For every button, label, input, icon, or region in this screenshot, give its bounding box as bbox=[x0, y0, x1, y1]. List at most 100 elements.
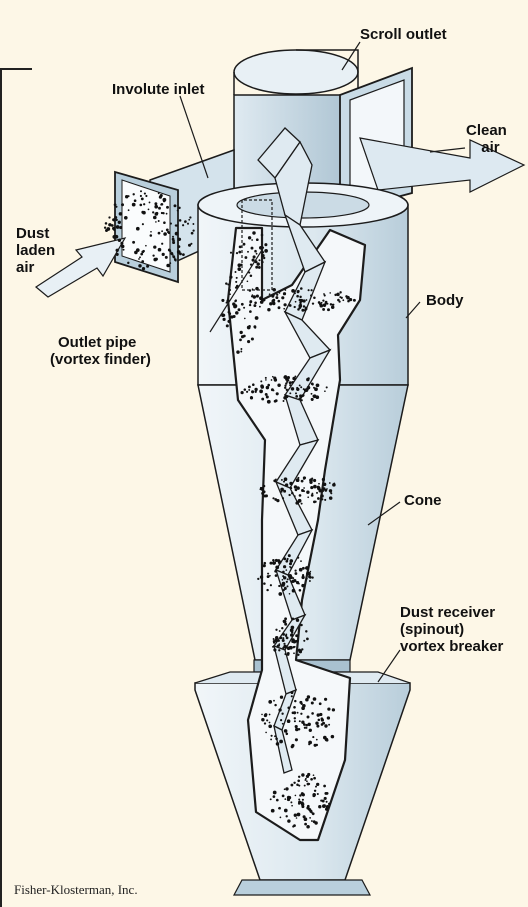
dust-particle bbox=[278, 643, 280, 645]
dust-particle bbox=[313, 774, 315, 776]
label-dust-receiver-line3: vortex breaker bbox=[400, 638, 503, 655]
dust-particle bbox=[267, 400, 271, 404]
dust-particle bbox=[295, 725, 298, 728]
dust-particle bbox=[262, 386, 264, 388]
dust-particle bbox=[263, 564, 266, 567]
dust-particle bbox=[282, 571, 285, 574]
dust-particle bbox=[160, 194, 163, 197]
dust-particle bbox=[298, 304, 302, 308]
dust-particle bbox=[182, 253, 185, 256]
dust-particle bbox=[326, 386, 328, 388]
dust-particle bbox=[307, 805, 310, 808]
dust-particle bbox=[163, 200, 166, 203]
dust-particle bbox=[323, 804, 325, 806]
dust-particle bbox=[170, 223, 172, 225]
dust-particle bbox=[161, 212, 163, 214]
dust-particle bbox=[155, 212, 159, 216]
dust-particle bbox=[152, 254, 154, 256]
dust-particle bbox=[229, 293, 231, 295]
dust-particle bbox=[115, 206, 117, 208]
dust-particle bbox=[291, 745, 294, 748]
dust-particle bbox=[327, 707, 330, 710]
dust-particle bbox=[270, 584, 272, 586]
label-clean-air-line2: air bbox=[466, 139, 507, 156]
dust-particle bbox=[261, 492, 264, 495]
dust-particle bbox=[305, 630, 307, 632]
dust-particle bbox=[301, 773, 304, 776]
dust-particle bbox=[240, 331, 243, 334]
dust-particle bbox=[339, 291, 341, 293]
dust-particle bbox=[247, 251, 249, 253]
dust-particle bbox=[251, 247, 254, 250]
dust-particle bbox=[291, 695, 293, 697]
dust-particle bbox=[161, 230, 163, 232]
dust-particle bbox=[252, 259, 255, 262]
dust-particle bbox=[290, 634, 293, 637]
dust-particle bbox=[284, 375, 287, 378]
dust-particle bbox=[262, 251, 264, 253]
dust-particle bbox=[295, 502, 298, 505]
dust-particle bbox=[118, 221, 121, 224]
dust-particle bbox=[261, 718, 264, 721]
dust-particle bbox=[292, 617, 294, 619]
dust-particle bbox=[270, 738, 272, 740]
dust-particle bbox=[303, 815, 306, 818]
dust-particle bbox=[285, 787, 288, 790]
dust-particle bbox=[292, 589, 294, 591]
dust-particle bbox=[106, 227, 110, 231]
dust-particle bbox=[315, 395, 319, 399]
dust-particle bbox=[306, 638, 309, 641]
dust-particle bbox=[293, 711, 296, 714]
dust-particle bbox=[294, 814, 297, 817]
dust-particle bbox=[314, 387, 318, 391]
dust-particle bbox=[306, 491, 309, 494]
dust-particle bbox=[281, 479, 283, 481]
dust-particle bbox=[278, 306, 281, 309]
dust-particle bbox=[285, 633, 287, 635]
dust-particle bbox=[306, 299, 308, 301]
dust-particle bbox=[254, 250, 257, 253]
dust-particle bbox=[311, 383, 314, 386]
dust-particle bbox=[293, 824, 296, 827]
dust-particle bbox=[263, 485, 266, 488]
dust-particle bbox=[278, 807, 280, 809]
dust-particle bbox=[283, 620, 286, 623]
dust-particle bbox=[258, 266, 261, 269]
dust-particle bbox=[269, 562, 272, 565]
dust-particle bbox=[284, 809, 288, 813]
dust-particle bbox=[286, 389, 288, 391]
dust-particle bbox=[234, 304, 238, 308]
dust-particle bbox=[319, 713, 322, 716]
dust-particle bbox=[132, 241, 135, 244]
dust-particle bbox=[158, 220, 160, 222]
dust-particle bbox=[301, 805, 304, 808]
dust-particle bbox=[331, 735, 335, 739]
dust-particle bbox=[285, 289, 287, 291]
dust-particle bbox=[276, 294, 278, 296]
dust-particle bbox=[311, 494, 314, 497]
dust-particle bbox=[283, 557, 286, 560]
dust-particle bbox=[260, 487, 262, 489]
dust-particle bbox=[267, 384, 270, 387]
label-involute-inlet: Involute inlet bbox=[112, 81, 205, 98]
dust-particle bbox=[310, 571, 312, 573]
dust-particle bbox=[289, 646, 291, 648]
dust-particle bbox=[244, 388, 247, 391]
dust-particle bbox=[249, 304, 251, 306]
dust-particle bbox=[248, 325, 251, 328]
label-outlet-pipe-line1: Outlet pipe bbox=[50, 334, 151, 351]
dust-particle bbox=[264, 562, 267, 565]
dust-particle bbox=[145, 245, 147, 247]
dust-particle bbox=[294, 572, 297, 575]
dust-particle bbox=[311, 289, 313, 291]
dust-particle bbox=[108, 216, 110, 218]
dust-particle bbox=[153, 258, 157, 262]
dust-particle bbox=[289, 796, 291, 798]
dust-particle bbox=[158, 207, 161, 210]
dust-particle bbox=[289, 482, 292, 485]
dust-particle bbox=[112, 227, 115, 230]
dust-particle bbox=[316, 492, 318, 494]
dust-particle bbox=[273, 638, 275, 640]
dust-particle bbox=[283, 643, 285, 645]
dust-particle bbox=[317, 793, 319, 795]
